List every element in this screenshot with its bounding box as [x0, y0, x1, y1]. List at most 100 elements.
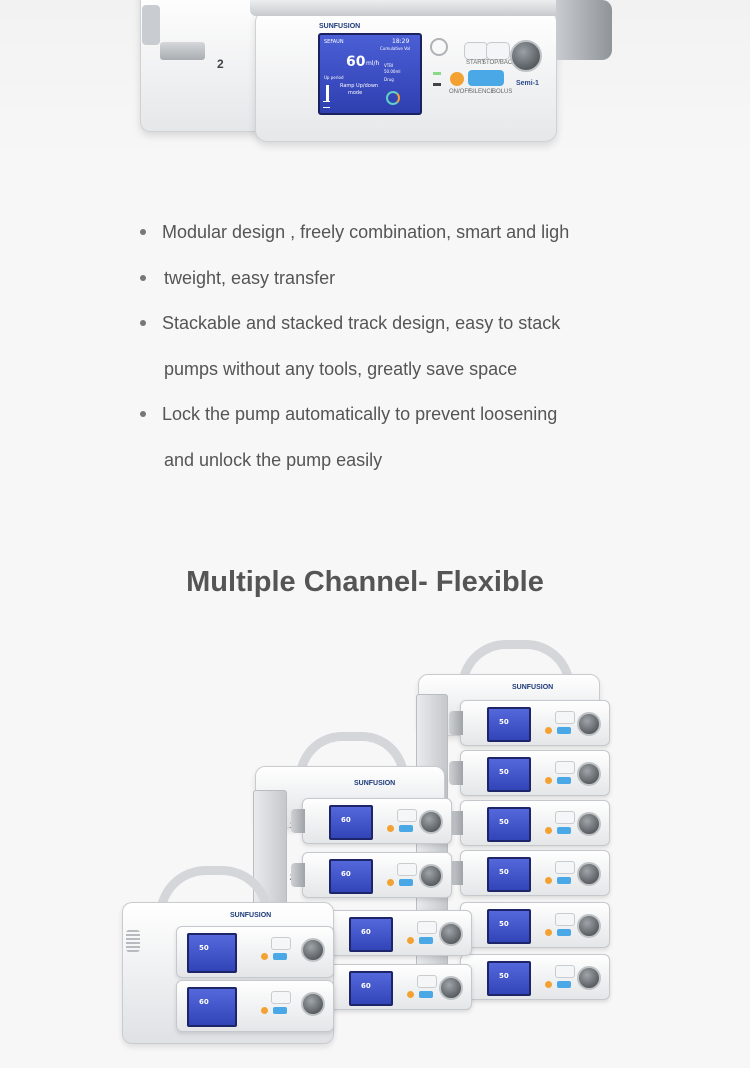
rotary-knob[interactable] [510, 40, 542, 72]
pump-display: 50 [487, 961, 531, 996]
pump-top-rail [250, 0, 560, 16]
power-button[interactable] [545, 981, 552, 988]
rotary-knob[interactable] [577, 966, 601, 990]
pump-display: 50 [487, 857, 531, 892]
progress-ring-icon [386, 91, 400, 105]
tower-pump: 50 [449, 800, 610, 846]
pump-rate: 50 [499, 768, 509, 776]
feature-text: and unlock the pump easily [164, 449, 383, 470]
display-time: 18:29 [392, 38, 410, 45]
stop-back-label: STOP/BACK [482, 60, 517, 66]
bolus-label: BOLUS [492, 89, 513, 95]
pump-rate: 60 [199, 998, 209, 1006]
bolus-button[interactable] [557, 777, 571, 784]
power-button[interactable] [407, 937, 414, 944]
power-button[interactable] [545, 777, 552, 784]
tower-pump: 50 [449, 954, 610, 1000]
power-button[interactable] [261, 1007, 268, 1014]
front-pump: 60 [176, 980, 334, 1032]
pump-brand: SUNFUSION [319, 23, 361, 30]
power-button[interactable] [545, 827, 552, 834]
section-title: Multiple Channel- Flexible [186, 566, 544, 598]
rotary-knob[interactable] [301, 938, 325, 962]
start-button[interactable] [555, 965, 575, 978]
power-button[interactable] [450, 72, 464, 86]
rotary-knob[interactable] [577, 914, 601, 938]
feature-text: pumps without any tools, greatly save sp… [164, 358, 518, 379]
start-button[interactable] [417, 921, 437, 934]
bolus-button[interactable] [273, 953, 287, 960]
display-unit: ml/h [366, 60, 380, 67]
middle-pump: 60 [311, 910, 472, 956]
feature-text: Modular design , freely combination, sma… [162, 222, 570, 242]
display-status: SEFAUN [324, 39, 344, 45]
start-button[interactable] [464, 42, 488, 60]
feature-text: Stackable and stacked track design, easy… [162, 313, 561, 334]
bullet-icon [140, 274, 146, 281]
bolus-button[interactable] [419, 991, 433, 998]
dock-handle-icon [142, 5, 160, 45]
list-item: and unlock the pump easily [140, 444, 620, 490]
start-button[interactable] [555, 761, 575, 774]
power-button[interactable] [545, 727, 552, 734]
start-button[interactable] [397, 809, 417, 822]
start-button[interactable] [555, 861, 575, 874]
bolus-button[interactable] [399, 825, 413, 832]
start-button[interactable] [417, 975, 437, 988]
rotary-knob[interactable] [577, 762, 601, 786]
bolus-button[interactable] [557, 827, 571, 834]
speaker-grille-icon [126, 930, 140, 952]
stop-back-button[interactable] [486, 42, 510, 60]
start-button[interactable] [555, 711, 575, 724]
rotary-knob[interactable] [301, 992, 325, 1016]
start-button[interactable] [555, 811, 575, 824]
on-off-label: ON/OFF [449, 89, 472, 95]
start-button[interactable] [271, 937, 291, 950]
bolus-button[interactable] [557, 929, 571, 936]
power-button[interactable] [387, 879, 394, 886]
bolus-button[interactable] [399, 879, 413, 886]
pump-rate: 60 [341, 816, 351, 824]
pump-display: SUNFUSION SEFAUN 18:29 Cumulative Vol 60… [318, 23, 422, 115]
start-button[interactable] [555, 913, 575, 926]
middle-pump: 60 [291, 852, 452, 898]
pump-rate: 60 [341, 870, 351, 878]
pump-display: 60 [349, 971, 393, 1006]
rotary-knob[interactable] [419, 864, 443, 888]
power-button[interactable] [407, 991, 414, 998]
pump-rate: 50 [499, 920, 509, 928]
rotary-knob[interactable] [577, 712, 601, 736]
start-button[interactable] [271, 991, 291, 1004]
silence-bolus-button[interactable] [468, 70, 504, 86]
bolus-button[interactable] [419, 937, 433, 944]
clamp-icon [449, 811, 463, 835]
power-button[interactable] [387, 825, 394, 832]
rotary-knob[interactable] [419, 810, 443, 834]
rotary-knob[interactable] [439, 922, 463, 946]
feature-text: Lock the pump automatically to prevent l… [162, 404, 558, 425]
start-button[interactable] [397, 863, 417, 876]
middle-pump: 60 [291, 798, 452, 844]
rotary-knob[interactable] [577, 812, 601, 836]
power-button[interactable] [261, 953, 268, 960]
channel-number: 2 [217, 57, 224, 71]
pump-display: 50 [187, 933, 237, 973]
gear-decor-icon [430, 38, 448, 56]
clamp-icon [449, 761, 463, 785]
bolus-button[interactable] [273, 1007, 287, 1014]
bolus-button[interactable] [557, 981, 571, 988]
tower-pump: 50 [449, 902, 610, 948]
pump-rate: 60 [361, 982, 371, 990]
feature-text: tweight, easy transfer [164, 267, 336, 288]
list-item: Stackable and stacked track design, easy… [140, 307, 620, 353]
list-item: Lock the pump automatically to prevent l… [140, 398, 620, 444]
power-button[interactable] [545, 929, 552, 936]
bolus-button[interactable] [557, 727, 571, 734]
start-label: START [466, 60, 486, 66]
middle-pump: 60 [311, 964, 472, 1010]
rotary-knob[interactable] [577, 862, 601, 886]
bolus-button[interactable] [557, 877, 571, 884]
rotary-knob[interactable] [439, 976, 463, 1000]
clamp-icon [291, 863, 305, 887]
power-button[interactable] [545, 877, 552, 884]
